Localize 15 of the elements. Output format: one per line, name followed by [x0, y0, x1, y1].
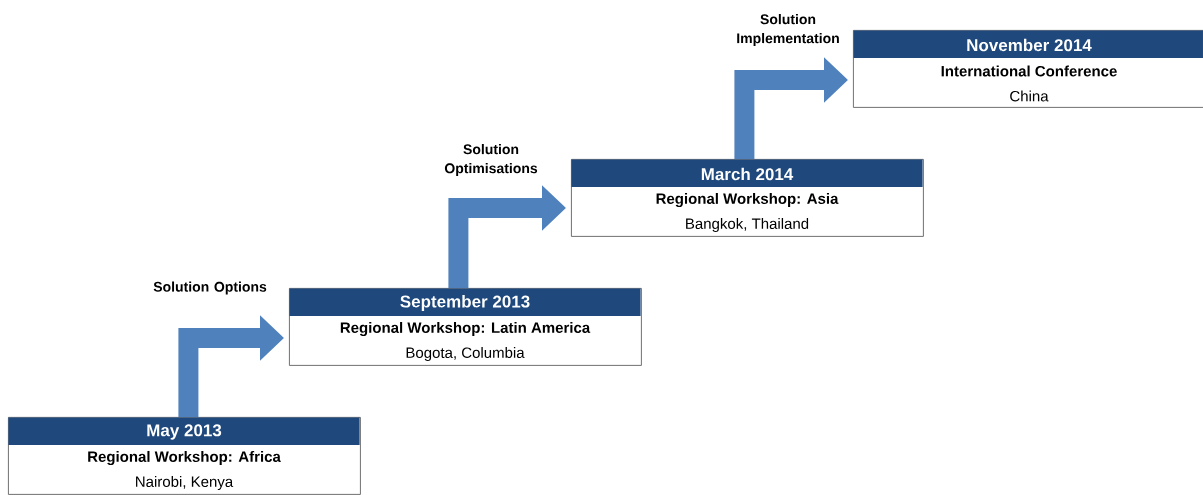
edge-label: Solution Optimisations [444, 143, 538, 176]
event-location: Bogota, Columbia [406, 347, 525, 361]
date-header: September 2013 [289, 288, 641, 316]
event-title: Regional Workshop: Asia [656, 192, 839, 207]
date-header: November 2014 [853, 30, 1203, 58]
event-location: Bangkok, Thailand [686, 218, 809, 232]
event-title: International Conference [941, 65, 1117, 77]
edge-label: Solution Options [153, 281, 267, 295]
event-location: Nairobi, Kenya [136, 476, 234, 490]
event-title: Regional Workshop: Latin America [340, 321, 591, 336]
date-header: May 2013 [8, 417, 360, 445]
date-header: March 2014 [571, 159, 923, 187]
edge-label: Solution Implementation [737, 13, 839, 46]
event-location: China [1010, 90, 1049, 102]
event-title: Regional Workshop: Africa [88, 450, 281, 465]
